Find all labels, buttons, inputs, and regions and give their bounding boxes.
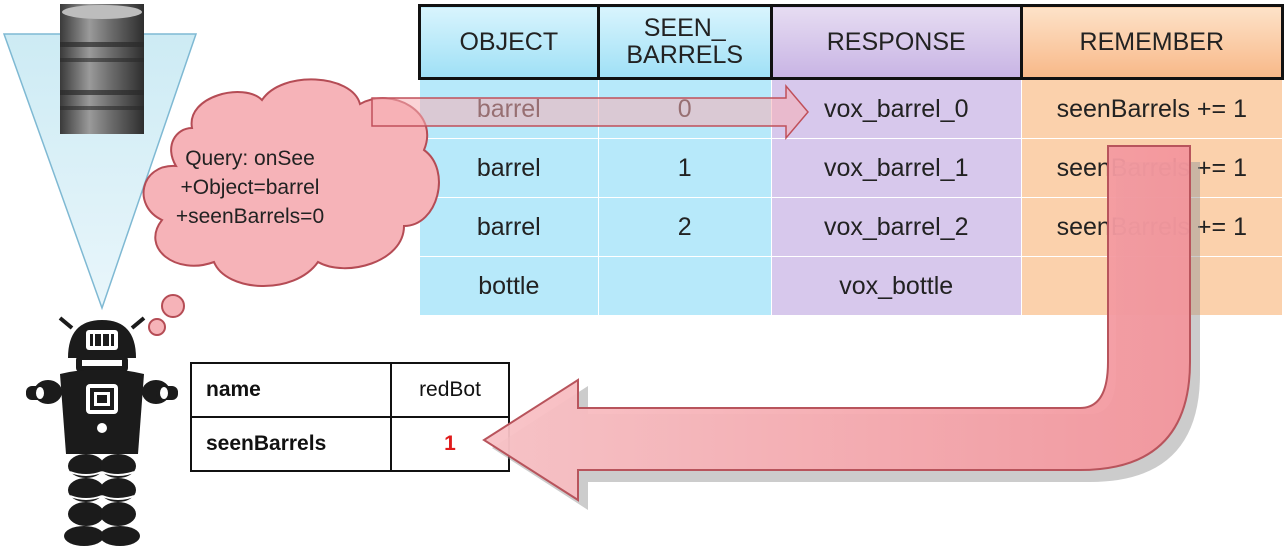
rule-response-cell: vox_barrel_2 <box>770 197 1022 257</box>
rule-response-cell: vox_barrel_0 <box>770 78 1022 139</box>
header-seen-line2: BARRELS <box>626 41 744 69</box>
rule-object-cell: barrel <box>419 197 599 257</box>
query-line: Query: onSee <box>185 147 315 170</box>
header-seen-line1: SEEN_ <box>643 14 726 42</box>
barrel-image <box>60 4 144 134</box>
header-object: OBJECT <box>418 4 600 80</box>
rule-object-cell: bottle <box>419 256 599 316</box>
memory-row: name redBot <box>190 362 510 418</box>
query-line: +Object=barrel <box>180 176 320 199</box>
rule-row: bottle vox_bottle <box>419 256 1284 316</box>
rule-response-cell: vox_barrel_1 <box>770 138 1022 198</box>
memory-key: seenBarrels <box>190 416 392 472</box>
robot-icon <box>26 316 178 546</box>
header-remember: REMEMBER <box>1019 4 1284 80</box>
header-seen-barrels: SEEN_ BARRELS <box>596 4 773 80</box>
memory-value-highlighted: 1 <box>390 416 510 472</box>
rule-seen-cell: 1 <box>597 138 772 198</box>
query-line: +seenBarrels=0 <box>175 205 325 228</box>
match-arrow <box>371 83 809 141</box>
memory-value: redBot <box>390 362 510 418</box>
memory-table: name redBot seenBarrels 1 <box>190 362 510 472</box>
thought-bubble <box>142 78 440 336</box>
rule-remember-cell: seenBarrels += 1 <box>1020 78 1284 139</box>
rule-object-cell: barrel <box>419 138 599 198</box>
memory-row: seenBarrels 1 <box>190 416 510 472</box>
rule-response-cell: vox_bottle <box>770 256 1022 316</box>
rules-header-row: OBJECT SEEN_ BARRELS RESPONSE REMEMBER <box>418 4 1284 80</box>
memory-update-arrow <box>482 145 1191 502</box>
rule-seen-cell <box>597 256 772 316</box>
query-text: Query: onSee +Object=barrel +seenBarrels… <box>150 144 350 231</box>
memory-key: name <box>190 362 392 418</box>
header-response: RESPONSE <box>769 4 1023 80</box>
